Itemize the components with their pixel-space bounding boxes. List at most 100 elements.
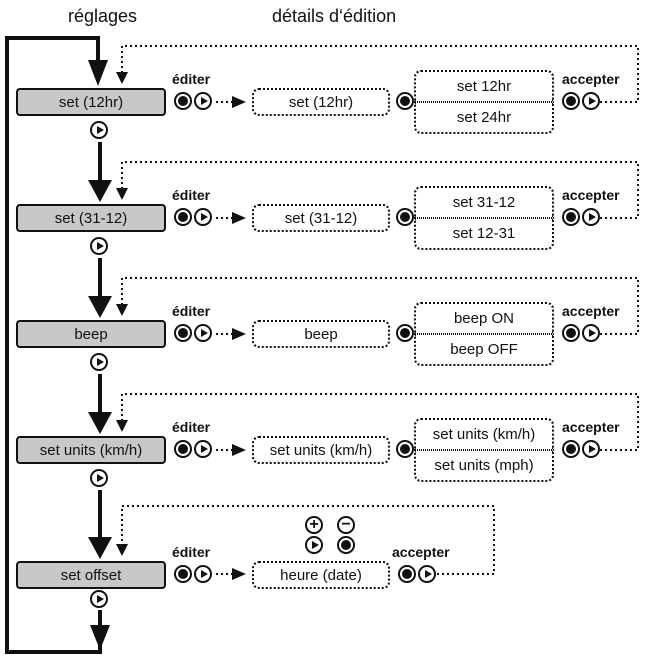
press-button-icon xyxy=(174,92,192,110)
feedback-dotted-connector xyxy=(121,45,639,103)
option-a-row-3-label: set units (km/h) xyxy=(432,426,536,443)
detail-box-row-0-label: set (12hr) xyxy=(288,93,354,111)
advance-button-icon xyxy=(90,590,108,608)
press-button-icon xyxy=(396,440,414,458)
detail-label: heure (date) xyxy=(280,566,362,584)
offset-feedback-dotted xyxy=(121,505,495,571)
down-arrowhead xyxy=(88,296,112,318)
down-arrowhead xyxy=(88,537,112,559)
press-button-icon xyxy=(174,208,192,226)
detail-box-offset: heure (date) xyxy=(252,561,390,589)
press-button-icon xyxy=(562,440,580,458)
press-button-icon xyxy=(562,324,580,342)
option-b-row-2: beep OFF xyxy=(414,334,554,366)
feedback-dotted-connector xyxy=(121,161,639,219)
advance-button-icon xyxy=(418,565,436,583)
down-arrowhead xyxy=(88,180,112,202)
advance-button-icon xyxy=(194,324,212,342)
settings-header: réglages xyxy=(68,6,138,26)
accept-label: accepter xyxy=(562,71,620,87)
option-a-row-3: set units (km/h) xyxy=(414,418,554,450)
option-b-row-0: set 24hr xyxy=(414,102,554,134)
feedback-arrowhead xyxy=(116,72,128,84)
option-b-row-0-label: set 24hr xyxy=(456,109,512,126)
press-button-icon xyxy=(174,324,192,342)
advance-button-icon xyxy=(582,208,600,226)
advance-button-icon xyxy=(582,324,600,342)
setting-row-1[interactable]: set (31-12) xyxy=(16,204,166,232)
advance-button-icon xyxy=(194,208,212,226)
detail-box-row-1: set (31-12) xyxy=(252,204,390,232)
press-button-icon xyxy=(396,92,414,110)
advance-button-icon xyxy=(582,92,600,110)
edit-label: éditer xyxy=(172,71,211,87)
advance-button-icon xyxy=(305,536,323,554)
option-b-row-3: set units (mph) xyxy=(414,450,554,482)
advance-button-icon xyxy=(90,469,108,487)
press-button-icon xyxy=(174,440,192,458)
press-button-icon xyxy=(174,565,192,583)
option-a-row-1: set 31-12 xyxy=(414,186,554,218)
detail-box-row-2-label: beep xyxy=(304,325,338,343)
detail-box-row-0: set (12hr) xyxy=(252,88,390,116)
setting-row-3[interactable]: set units (km/h) xyxy=(16,436,166,464)
plus-icon: + xyxy=(305,516,323,534)
press-button-icon xyxy=(337,536,355,554)
press-button-icon xyxy=(562,92,580,110)
detail-box-row-1-label: set (31-12) xyxy=(284,209,358,227)
setting-row-2[interactable]: beep xyxy=(16,320,166,348)
edit-label: éditer xyxy=(172,187,211,203)
feedback-dotted-connector xyxy=(121,277,639,335)
advance-button-icon xyxy=(90,121,108,139)
feedback-arrowhead xyxy=(116,304,128,316)
setting-row-2-label: beep xyxy=(74,325,108,343)
bottom-arrowhead xyxy=(90,625,110,650)
edit-arrowhead xyxy=(232,328,246,340)
option-a-row-2-label: beep ON xyxy=(453,310,515,327)
setting-set-offset[interactable]: set offset xyxy=(16,561,166,589)
offset-feedback-arrow xyxy=(116,544,128,556)
option-a-row-2: beep ON xyxy=(414,302,554,334)
edit-details-header: détails d‘édition xyxy=(272,6,397,26)
edit-label: éditer xyxy=(172,419,211,435)
press-button-icon xyxy=(396,324,414,342)
setting-row-0[interactable]: set (12hr) xyxy=(16,88,166,116)
option-b-row-3-label: set units (mph) xyxy=(434,457,534,474)
accept-label: accepter xyxy=(562,187,620,203)
detail-box-row-2: beep xyxy=(252,320,390,348)
feedback-dotted-connector xyxy=(121,393,639,451)
setting-label: set offset xyxy=(60,566,122,584)
option-a-row-1-label: set 31-12 xyxy=(452,194,516,211)
detail-box-row-3: set units (km/h) xyxy=(252,436,390,464)
advance-button-icon xyxy=(90,353,108,371)
edit-label: éditer xyxy=(172,303,211,319)
down-arrowhead xyxy=(88,412,112,434)
accept-label: accepter xyxy=(562,419,620,435)
edit-arrowhead xyxy=(232,444,246,456)
advance-button-icon xyxy=(194,92,212,110)
press-button-icon xyxy=(398,565,416,583)
advance-button-icon xyxy=(90,237,108,255)
option-b-row-2-label: beep OFF xyxy=(450,341,518,358)
edit-arrowhead xyxy=(232,96,246,108)
option-b-row-1-label: set 12-31 xyxy=(452,225,516,242)
accept-label: accepter xyxy=(392,544,450,560)
setting-row-0-label: set (12hr) xyxy=(58,93,124,111)
accept-label: accepter xyxy=(562,303,620,319)
advance-button-icon xyxy=(582,440,600,458)
option-a-row-0: set 12hr xyxy=(414,70,554,102)
press-button-icon xyxy=(562,208,580,226)
loop-arrowhead xyxy=(88,60,108,86)
minus-icon: − xyxy=(337,516,355,534)
option-b-row-1: set 12-31 xyxy=(414,218,554,250)
edit-arrowhead xyxy=(232,212,246,224)
detail-box-row-3-label: set units (km/h) xyxy=(269,441,373,459)
row-connectors xyxy=(88,45,639,559)
feedback-arrowhead xyxy=(116,420,128,432)
setting-row-3-label: set units (km/h) xyxy=(39,441,143,459)
edit-label: éditer xyxy=(172,544,211,560)
advance-button-icon xyxy=(194,440,212,458)
press-button-icon xyxy=(396,208,414,226)
advance-button-icon xyxy=(194,565,212,583)
